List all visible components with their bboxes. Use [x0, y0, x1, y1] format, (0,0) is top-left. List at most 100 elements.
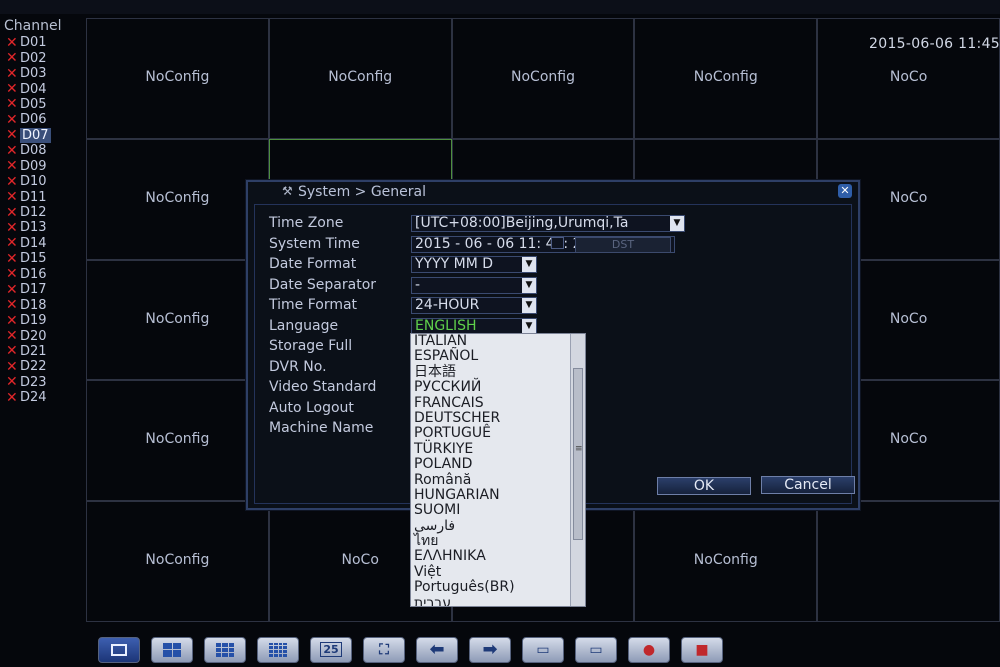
tile-status: NoConfig — [145, 69, 210, 85]
language-option[interactable]: FRANCAIS — [414, 394, 484, 411]
dialog-title: System > General — [298, 184, 427, 200]
channel-item-d03[interactable]: ✕D03 — [6, 66, 51, 81]
language-option[interactable]: Việt — [414, 563, 442, 580]
cancel-button[interactable]: Cancel — [761, 476, 855, 494]
twentyfive-view-button[interactable]: 25 — [310, 636, 352, 663]
stop-record-button[interactable]: ■ — [681, 636, 723, 663]
date-separator-select[interactable]: - ▼ — [411, 277, 537, 294]
no-signal-icon: ✕ — [6, 96, 18, 113]
video-tile[interactable]: NoConfig — [86, 380, 269, 502]
arrow-right-icon: ➡ — [482, 639, 498, 660]
video-tile[interactable]: NoConfig — [86, 259, 269, 381]
language-option[interactable]: 日本語 — [414, 363, 456, 380]
chevron-down-icon[interactable]: ▼ — [522, 319, 536, 334]
single-view-button[interactable] — [98, 636, 140, 663]
channel-item-d23[interactable]: ✕D23 — [6, 375, 51, 390]
language-option[interactable]: DEUTSCHER — [414, 409, 501, 426]
fullscreen-button[interactable]: ⛶ — [363, 636, 405, 663]
nine-view-button[interactable] — [204, 636, 246, 663]
video-tile[interactable]: NoConfig — [86, 501, 269, 622]
language-option[interactable]: Română — [414, 471, 472, 488]
no-signal-icon: ✕ — [6, 374, 18, 391]
language-option[interactable]: ΕΛΛΗΝΙΚΑ — [414, 548, 486, 565]
label-time-format: Time Format — [269, 297, 358, 313]
tile-status: NoConfig — [693, 69, 758, 85]
channel-item-d13[interactable]: ✕D13 — [6, 220, 51, 235]
channel-item-d18[interactable]: ✕D18 — [6, 297, 51, 313]
channel-item-d15[interactable]: ✕D15 — [6, 251, 51, 266]
scrollbar-thumb[interactable]: ≡ — [573, 368, 583, 540]
time-format-select[interactable]: 24-HOUR ▼ — [411, 297, 537, 314]
channel-item-d04[interactable]: ✕D04 — [6, 81, 51, 97]
video-tile[interactable]: NoConfig — [634, 501, 818, 622]
language-option[interactable]: PORTUGUÊ — [414, 425, 491, 442]
sixteen-view-button[interactable] — [257, 636, 299, 663]
date-format-select[interactable]: YYYY MM D ▼ — [411, 256, 537, 273]
chevron-down-icon[interactable]: ▼ — [522, 298, 536, 313]
channel-item-d09[interactable]: ✕D09 — [6, 159, 51, 174]
channel-item-d06[interactable]: ✕D06 — [6, 112, 51, 127]
channel-item-d19[interactable]: ✕D19 — [6, 313, 51, 328]
channel-label: D06 — [20, 112, 47, 128]
channel-item-d16[interactable]: ✕D16 — [6, 267, 51, 282]
language-option[interactable]: SUOMI — [414, 502, 461, 519]
next-button[interactable]: ➡ — [469, 636, 511, 663]
channel-label: D08 — [20, 143, 47, 159]
chevron-down-icon[interactable]: ▼ — [670, 216, 684, 231]
chevron-down-icon[interactable]: ▼ — [522, 278, 536, 293]
playback-button[interactable]: ▭ — [575, 636, 617, 663]
channel-item-d11[interactable]: ✕D11 — [6, 189, 51, 205]
label-storage-full: Storage Full — [269, 338, 353, 354]
channel-item-d01[interactable]: ✕D01 — [6, 35, 51, 50]
video-tile[interactable]: NoConfig — [268, 18, 452, 139]
channel-item-d10[interactable]: ✕D10 — [6, 174, 51, 189]
language-option[interactable]: TÜRKIYE — [414, 440, 474, 457]
channel-item-d21[interactable]: ✕D21 — [6, 344, 51, 359]
language-option[interactable]: ESPAÑOL — [414, 348, 479, 365]
language-option[interactable]: فارسی — [414, 517, 456, 534]
language-scrollbar[interactable]: ≡ — [570, 334, 585, 606]
channel-item-d12[interactable]: ✕D12 — [6, 205, 51, 220]
language-option[interactable]: HUNGARIAN — [414, 486, 500, 503]
channel-label: D21 — [20, 343, 47, 359]
channel-item-d08[interactable]: ✕D08 — [6, 143, 51, 158]
language-option[interactable]: עברית — [414, 594, 452, 607]
previous-button[interactable]: ⬅ — [416, 636, 458, 663]
language-option[interactable]: POLAND — [414, 456, 473, 473]
channel-item-d05[interactable]: ✕D05 — [6, 97, 51, 112]
chevron-down-icon[interactable]: ▼ — [522, 257, 536, 272]
channel-item-d17[interactable]: ✕D17 — [6, 282, 51, 297]
tile-status: NoConfig — [145, 189, 210, 206]
channel-list: ✕D01✕D02✕D03✕D04✕D05✕D06✕D07✕D08✕D09✕D10… — [6, 35, 51, 406]
video-tile[interactable]: NoConfig — [86, 138, 269, 260]
record-button[interactable]: ▭ — [522, 636, 564, 663]
quad-view-button[interactable] — [151, 636, 193, 663]
language-option[interactable]: ITALIAN — [414, 333, 468, 349]
channel-item-d07[interactable]: ✕D07 — [6, 127, 51, 143]
dialog-titlebar[interactable]: ⚒ System > General ✕ — [248, 182, 858, 202]
dst-checkbox[interactable] — [551, 237, 564, 249]
language-option[interactable]: РУССКИЙ — [414, 379, 482, 396]
channel-item-d14[interactable]: ✕D14 — [6, 236, 51, 251]
no-signal-icon: ✕ — [6, 328, 18, 345]
video-tile[interactable]: NoConfig — [86, 18, 269, 139]
alarm-button[interactable]: ● — [628, 636, 670, 663]
channel-item-d24[interactable]: ✕D24 — [6, 390, 51, 405]
video-tile[interactable]: NoConfig — [634, 18, 818, 139]
camera-record-icon: ● — [642, 641, 656, 658]
language-option[interactable]: Português(BR) — [414, 579, 515, 596]
video-tile[interactable]: NoConfig — [451, 18, 635, 139]
close-icon[interactable]: ✕ — [838, 184, 852, 198]
video-tile[interactable] — [817, 501, 1000, 622]
ok-button[interactable]: OK — [657, 477, 751, 495]
channel-item-d02[interactable]: ✕D02 — [6, 50, 51, 66]
channel-item-d22[interactable]: ✕D22 — [6, 359, 51, 374]
tile-status: NoCo — [341, 552, 379, 569]
language-option[interactable]: ไทย — [414, 533, 439, 550]
channel-item-d20[interactable]: ✕D20 — [6, 328, 51, 345]
label-time-zone: Time Zone — [269, 215, 344, 231]
quad-grid-icon — [163, 642, 181, 657]
time-zone-select[interactable]: [UTC+08:00]Beijing,Urumqi,Ta ▼ — [411, 215, 685, 232]
dst-button[interactable]: DST — [575, 237, 671, 253]
